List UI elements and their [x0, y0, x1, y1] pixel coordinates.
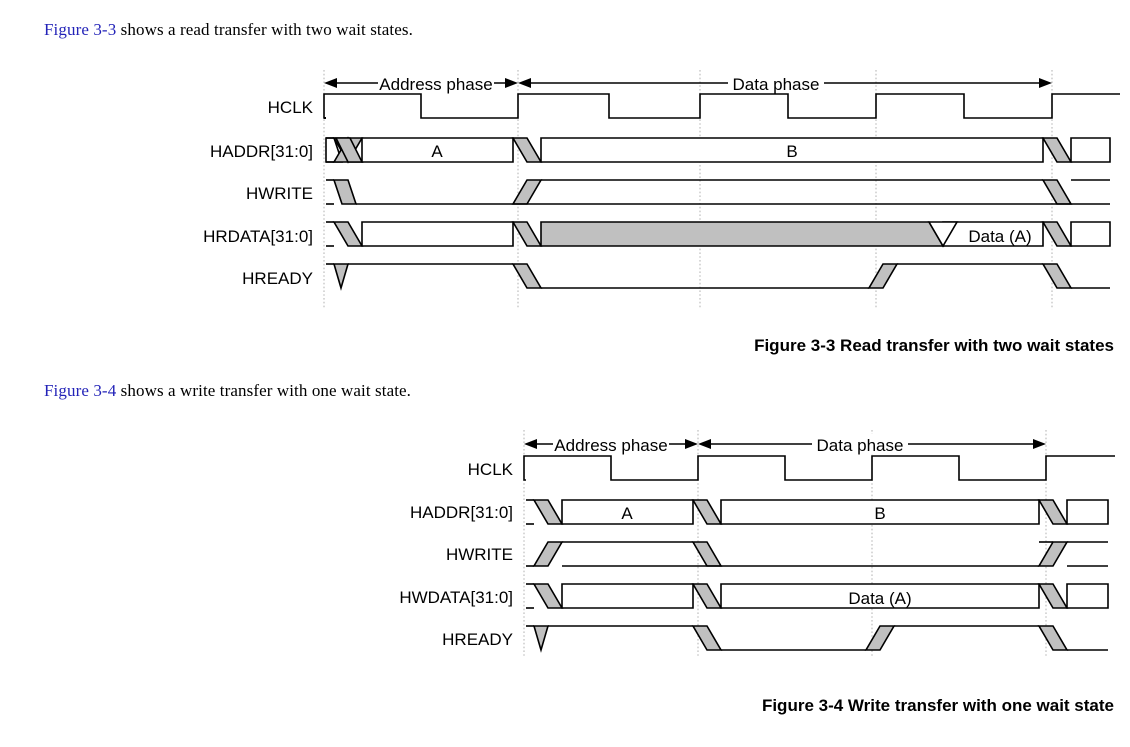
signal-label-hrdata: HRDATA[31:0] [203, 227, 313, 246]
waveform-hwdata: Data (A) [526, 583, 1109, 609]
hrdata-tail [1070, 221, 1111, 247]
haddr-value-b-body-write [720, 499, 1040, 525]
waveform-hclk [323, 93, 1120, 119]
waveform-haddr-2: A B [526, 499, 1109, 525]
haddr-tail [1070, 137, 1111, 163]
hwdata-data-a-body [720, 583, 1040, 609]
write-transfer-waveform-svg: Address phase Data phase HCLK HADDR[31:0… [399, 430, 1115, 658]
hwdata-tail [1066, 583, 1109, 609]
haddr-value-b-body [540, 137, 1044, 163]
waveform-hready [326, 263, 1110, 291]
haddr-value-b-label-write: B [874, 504, 885, 523]
haddr-value-a-label-write: A [621, 504, 633, 523]
signal-label-hready-2: HREADY [442, 630, 513, 649]
hready-rising-edge-2 [864, 625, 896, 651]
phase-annotations-read: Address phase Data phase [324, 73, 1052, 94]
hrdata-transition-3 [1041, 221, 1073, 247]
address-phase-label-bg-2 [553, 434, 669, 454]
hrdata-undefined-region [540, 221, 945, 247]
haddr-transition-3-write [1037, 499, 1069, 525]
hwdata-transition-2 [691, 583, 723, 609]
hrdata-transition-2 [511, 221, 543, 247]
grid-lines-read [323, 70, 1053, 308]
signal-label-hclk: HCLK [268, 98, 314, 117]
address-phase-label-bg [378, 73, 494, 93]
address-phase-left-arrowhead [324, 78, 337, 88]
hready-initial-glitch [332, 263, 350, 291]
data-phase-right-arrowhead-2 [1033, 439, 1046, 449]
phase-annotations-write: Address phase Data phase [524, 434, 1046, 455]
hready-rising-edge [867, 263, 899, 289]
hwdata-data-a-label: Data (A) [848, 589, 911, 608]
signal-label-hwrite: HWRITE [246, 184, 313, 203]
signal-label-hwrite-2: HWRITE [446, 545, 513, 564]
hwrite-transition-end [1041, 179, 1073, 205]
hwrite-transition-cycle2 [511, 179, 543, 205]
hready-falling-edge-end-2 [1037, 625, 1069, 651]
haddr-transition-1-write [532, 499, 564, 525]
address-phase-right-arrowhead [505, 78, 518, 88]
address-phase-right-arrowhead-2 [685, 439, 698, 449]
signal-label-hclk-2: HCLK [468, 460, 514, 479]
figure-3-4-reference[interactable]: Figure 3-4 [44, 381, 117, 400]
figure-3-3-caption: Figure 3-3 Read transfer with two wait s… [754, 336, 1114, 355]
waveform-hwrite [326, 179, 1110, 205]
hwrite-falling-transition-write [691, 541, 723, 567]
hwrite-falling-transition [332, 179, 358, 205]
hwrite-transition-end-write [1037, 541, 1069, 567]
hready-falling-edge-2 [691, 625, 723, 651]
data-phase-left-arrowhead [518, 78, 531, 88]
address-phase-label-2: Address phase [554, 436, 667, 455]
haddr-value-a-label: A [431, 142, 443, 161]
haddr-transition-2 [511, 137, 543, 163]
figure-3-3-intro-rest: shows a read transfer with two wait stat… [116, 20, 413, 39]
timing-diagram-read: Address phase Data phase HCLK HADDR[31:0… [0, 60, 1130, 320]
waveform-haddr: A B [325, 136, 1111, 164]
hwdata-idle-body [561, 583, 694, 609]
figure-3-3-reference[interactable]: Figure 3-3 [44, 20, 117, 39]
hrdata-idle-body [361, 221, 514, 247]
data-phase-label-2: Data phase [817, 436, 904, 455]
hready-falling-edge-end [1041, 263, 1073, 289]
hready-initial-glitch-2 [532, 625, 550, 653]
hwrite-rising-transition-write [532, 541, 564, 567]
waveform-hready-2 [526, 625, 1108, 653]
figure-3-4-intro-rest: shows a write transfer with one wait sta… [116, 381, 412, 400]
data-phase-label: Data phase [733, 75, 820, 94]
haddr-transition-2-write [691, 499, 723, 525]
hwdata-transition-1 [532, 583, 564, 609]
signal-label-hwdata: HWDATA[31:0] [399, 588, 513, 607]
address-phase-label: Address phase [379, 75, 492, 94]
data-phase-label-bg-2 [812, 434, 908, 454]
signal-label-haddr: HADDR[31:0] [210, 142, 313, 161]
figure-3-4-intro-sentence: Figure 3-4 shows a write transfer with o… [44, 381, 411, 401]
hrdata-data-a-label: Data (A) [968, 227, 1031, 246]
waveform-hwrite-2 [526, 541, 1108, 567]
hready-falling-edge [511, 263, 543, 289]
data-phase-label-bg [728, 73, 824, 93]
signal-labels-write: HCLK HADDR[31:0] HWRITE HWDATA[31:0] HRE… [399, 460, 513, 649]
haddr-value-b-label: B [786, 142, 797, 161]
waveform-hrdata: Data (A) [326, 221, 1111, 248]
address-phase-left-arrowhead-2 [524, 439, 537, 449]
timing-diagram-write: Address phase Data phase HCLK HADDR[31:0… [0, 420, 1130, 670]
hwdata-transition-3 [1037, 583, 1069, 609]
hrdata-valid-edge [927, 221, 959, 248]
figure-3-4-caption: Figure 3-4 Write transfer with one wait … [761, 696, 1114, 715]
signal-label-hready: HREADY [242, 269, 313, 288]
haddr-value-a-body [361, 137, 514, 163]
haddr-tail-write [1066, 499, 1109, 525]
read-transfer-waveform-svg: Address phase Data phase HCLK HADDR[31:0… [203, 70, 1120, 308]
signal-label-haddr-2: HADDR[31:0] [410, 503, 513, 522]
data-phase-right-arrowhead [1039, 78, 1052, 88]
data-phase-left-arrowhead-2 [698, 439, 711, 449]
signal-labels-read: HCLK HADDR[31:0] HWRITE HRDATA[31:0] HRE… [203, 98, 314, 288]
haddr-value-a-body-write [561, 499, 694, 525]
hrdata-transition-1 [332, 221, 364, 247]
figure-3-3-intro-sentence: Figure 3-3 shows a read transfer with tw… [44, 20, 413, 40]
waveform-hclk-2 [523, 455, 1115, 481]
haddr-transition-3 [1041, 137, 1073, 163]
